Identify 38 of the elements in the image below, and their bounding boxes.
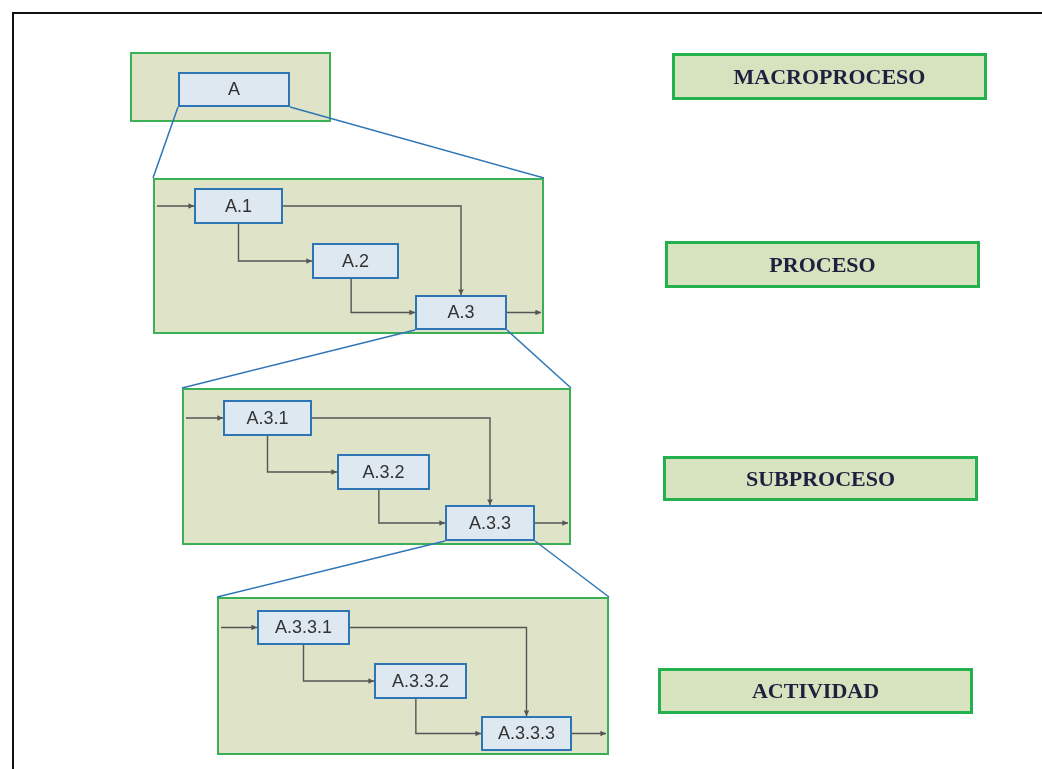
connector-line xyxy=(216,540,446,598)
arrow xyxy=(571,730,607,737)
arrow xyxy=(349,626,530,717)
process-box: A.3.3.2 xyxy=(374,663,467,699)
arrow xyxy=(350,278,416,316)
arrow xyxy=(302,644,375,684)
process-box: A.2 xyxy=(312,243,399,279)
level-label: SUBPROCESO xyxy=(663,456,978,501)
level-label: ACTIVIDAD xyxy=(658,668,973,714)
process-box: A.3.1 xyxy=(223,400,312,436)
arrow xyxy=(266,435,338,475)
process-box: A.3.3.1 xyxy=(257,610,350,645)
level-panel xyxy=(130,52,331,122)
process-box: A.1 xyxy=(194,188,283,224)
connector-line xyxy=(289,106,545,179)
level-panel xyxy=(182,388,571,545)
arrow xyxy=(282,205,464,296)
arrow xyxy=(378,489,446,526)
process-box: A.3.3 xyxy=(445,505,535,541)
connector-line xyxy=(181,329,416,389)
arrow xyxy=(185,415,224,421)
process-box: A.3 xyxy=(415,295,507,330)
level-panel xyxy=(217,597,609,755)
arrow xyxy=(220,624,258,631)
connector-line xyxy=(534,540,610,598)
level-panel xyxy=(153,178,544,334)
process-box: A.3.2 xyxy=(337,454,430,490)
arrow xyxy=(156,203,195,209)
arrow xyxy=(311,417,493,506)
arrow xyxy=(415,698,482,737)
arrow xyxy=(534,520,569,526)
arrow xyxy=(506,309,542,316)
arrow xyxy=(237,223,313,264)
connector-line xyxy=(506,329,572,389)
level-label: MACROPROCESO xyxy=(672,53,987,100)
process-box: A xyxy=(178,72,290,107)
level-label: PROCESO xyxy=(665,241,980,288)
process-box: A.3.3.3 xyxy=(481,716,572,751)
